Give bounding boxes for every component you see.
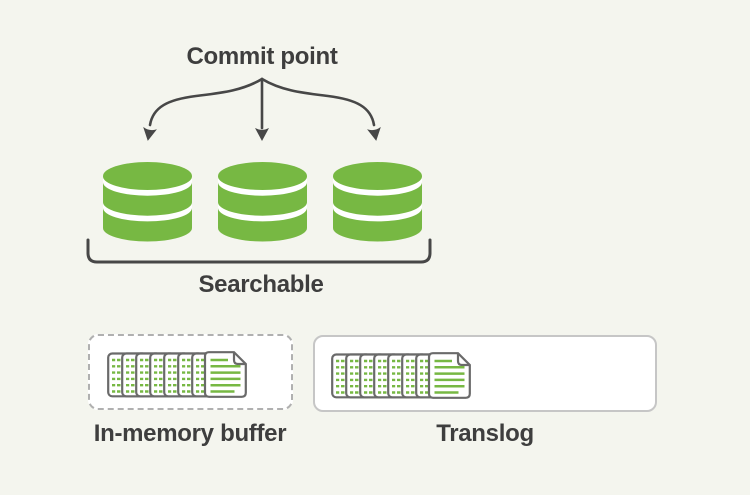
branch-arrows-icon: [143, 77, 381, 141]
commit-point-label: Commit point: [186, 43, 338, 70]
in-memory-buffer-label: In-memory buffer: [93, 420, 287, 447]
translog-label: Translog: [436, 420, 534, 447]
document-stack-icon: [107, 351, 247, 398]
database-icon: [333, 162, 422, 242]
database-icon: [218, 162, 307, 242]
database-icon: [103, 162, 192, 242]
searchable-label: Searchable: [198, 271, 324, 298]
document-stack-icon: [331, 352, 471, 399]
searchable-bracket-icon: [86, 238, 432, 264]
